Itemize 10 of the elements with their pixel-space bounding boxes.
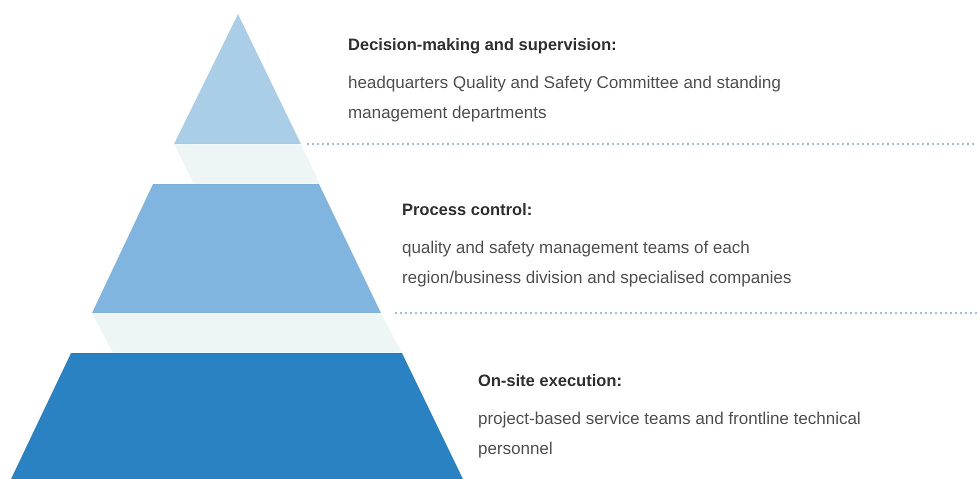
tier-heading: On-site execution: <box>478 372 622 391</box>
tier-description: project-based service teams and frontline technical personnel <box>478 408 862 460</box>
pyramid-tier <box>11 353 463 479</box>
pyramid-tier <box>92 184 381 313</box>
pyramid-tier <box>174 14 301 144</box>
tier-description: headquarters Quality and Safety Committee and standing management departments <box>348 72 782 124</box>
tier-heading: Decision-making and supervision: <box>348 36 617 55</box>
tier-description: quality and safety management teams of each region/business division and specialised companies <box>402 237 792 289</box>
tier-heading: Process control: <box>402 201 532 220</box>
tier-gap-band <box>92 313 402 353</box>
